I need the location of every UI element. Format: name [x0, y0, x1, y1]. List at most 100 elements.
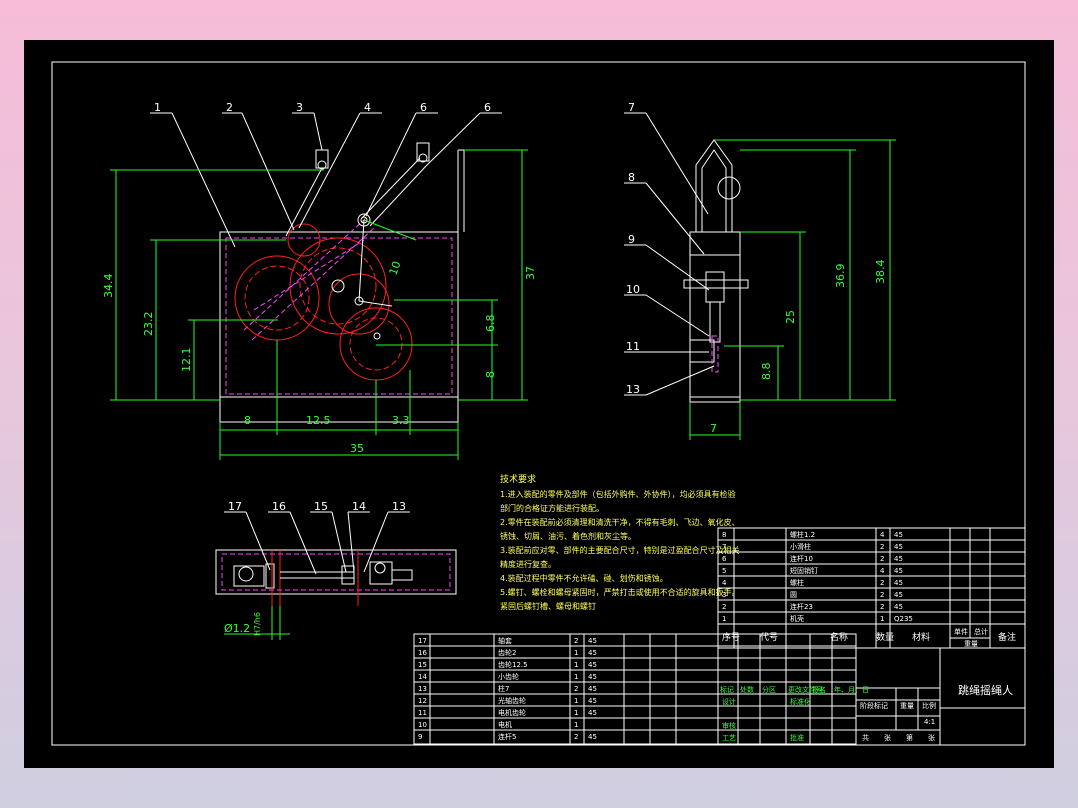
balloon-10: 10 [626, 283, 640, 296]
approve-label: 批准 [790, 733, 804, 742]
tech-line-3: 2.零件在装配前必须清理和清洗干净，不得有毛刺、飞边、氧化皮、 [500, 517, 740, 527]
gear-left [234, 255, 320, 341]
hdr-total: 总计 [974, 627, 988, 636]
review-label: 审核 [722, 721, 736, 730]
lower-bom-cell-r5-c0: 12 [418, 697, 427, 705]
lower-bom-cell-r8-c4: 45 [588, 733, 597, 741]
lower-bom-cell-r3-c4: 45 [588, 673, 597, 681]
lower-bom-cell-r2-c4: 45 [588, 661, 597, 669]
top-view: 17 16 15 14 13 Ø1.2 H7/h6 [215, 500, 457, 640]
lower-bom-cell-r2-c3: 1 [574, 661, 578, 669]
hdr-remark: 备注 [998, 631, 1016, 643]
upper-bom-cell-r6-c4: 45 [894, 603, 903, 611]
side-view: 7 8 9 10 11 13 7 8.8 25 36.9 38.4 [624, 101, 896, 440]
lower-bom-cell-r7-c2: 电机 [498, 720, 512, 729]
upper-bom-cell-r3-c0: 5 [722, 567, 726, 575]
dim-34-4: 34.4 [102, 274, 115, 299]
balloon-6a: 6 [420, 101, 427, 114]
dim-fit: H7/h6 [253, 612, 262, 636]
lower-bom-cell-r6-c0: 11 [418, 709, 427, 717]
lower-bom-cell-r2-c2: 齿轮12.5 [498, 660, 528, 669]
side-leaders [624, 112, 715, 396]
top-housing [215, 549, 457, 595]
dim-12-5: 12.5 [306, 414, 331, 427]
stage-label: 阶段标记 [860, 701, 888, 710]
upper-bom-cell-r7-c3: 1 [880, 615, 884, 623]
hdr-name: 名称 [830, 631, 848, 643]
upper-bom-cell-r5-c2: 圆 [790, 591, 797, 599]
lower-bom-cell-r4-c0: 13 [418, 685, 427, 693]
dim-7: 7 [710, 422, 717, 435]
front-view: 1 2 3 4 6 6 [102, 101, 537, 460]
upper-bom-cell-r2-c3: 2 [880, 555, 884, 563]
dim-3-3: 3.3 [392, 414, 410, 427]
design-label: 设计 [722, 697, 736, 706]
lower-bom-cell-r0-c4: 45 [588, 637, 597, 645]
upper-bom-cell-r2-c2: 连杆10 [790, 554, 813, 563]
upper-bom-cell-r7-c4: Q235 [894, 615, 913, 623]
gear-mid [328, 273, 390, 335]
sheet-no: 第 [906, 733, 913, 742]
upper-bom-cell-r1-c2: 小滑柱 [790, 542, 811, 551]
lower-bom-cell-r8-c3: 2 [574, 733, 578, 741]
upper-bom-cell-r1-c4: 45 [894, 543, 903, 551]
dim-38-4: 38.4 [874, 260, 887, 285]
balloon-4: 4 [364, 101, 371, 114]
lower-bom-cell-r1-c3: 1 [574, 649, 578, 657]
balloon-6b: 6 [484, 101, 491, 114]
lower-bom-cell-r0-c3: 2 [574, 637, 578, 645]
gear-low [339, 307, 413, 381]
hdr-material: 材料 [912, 631, 930, 643]
lower-bom-cell-r3-c0: 14 [418, 673, 427, 681]
upper-bom-cell-r4-c4: 45 [894, 579, 903, 587]
balloon-11: 11 [626, 340, 640, 353]
balloon-2: 2 [226, 101, 233, 114]
top-leaders [224, 511, 410, 575]
linkage [243, 142, 430, 341]
upper-bom-cell-r6-c2: 连杆23 [790, 602, 813, 611]
lower-bom-cell-r1-c4: 45 [588, 649, 597, 657]
upper-bom-cell-r5-c0: 3 [722, 591, 726, 599]
lower-bom-cell-r4-c4: 45 [588, 685, 597, 693]
tech-line-2: 部门的合格证方能进行装配。 [500, 503, 604, 513]
upper-bom-cell-r0-c4: 45 [894, 531, 903, 539]
drawing-sheet: 1 2 3 4 6 6 [24, 40, 1054, 768]
upper-bom-cell-r2-c4: 45 [894, 555, 903, 563]
side-housing [689, 231, 741, 398]
balloon-16: 16 [272, 500, 286, 513]
balloon-8: 8 [628, 171, 635, 184]
balloon-13: 13 [626, 383, 640, 396]
dim-35: 35 [350, 442, 364, 455]
upper-bom-cell-r5-c3: 2 [880, 591, 884, 599]
lower-bom-cell-r8-c0: 9 [418, 733, 422, 741]
upper-bom-cell-r2-c0: 6 [722, 555, 727, 563]
front-dimensions [110, 149, 528, 460]
balloon-13-top: 13 [392, 500, 406, 513]
title-block: 跳绳摇绳人 阶段标记 重量 比例 4:1 共 张 第 张 标记 处数 分区 更改… [720, 647, 1026, 746]
cad-drawing-canvas: 1 2 3 4 6 6 [51, 61, 1026, 746]
tech-line-6: 精度进行复查。 [500, 559, 556, 569]
upper-bom-cell-r4-c0: 4 [722, 579, 727, 587]
upper-bom-cell-r4-c2: 螺柱 [790, 578, 804, 587]
weight-label: 重量 [900, 702, 914, 710]
upper-bom-cell-r7-c0: 1 [722, 615, 726, 623]
gear-train [234, 223, 413, 381]
hdr-qty: 数量 [876, 631, 894, 643]
tech-line-8: 5.螺钉、螺栓和螺母紧固时，严禁打击或使用不合适的旋具和扳手。 [500, 587, 740, 597]
inner-phantom [225, 237, 453, 395]
tech-title: 技术要求 [500, 473, 536, 485]
upper-bom-cell-r6-c3: 2 [880, 603, 884, 611]
upper-bom-cell-r0-c0: 8 [722, 531, 726, 539]
top-dimensions [224, 606, 290, 640]
balloon-1: 1 [154, 101, 161, 114]
standardize-label: 标准化 [790, 697, 811, 706]
dim-23-2: 23.2 [142, 312, 155, 337]
dim-36-9: 36.9 [834, 264, 847, 289]
sheet-unit-2: 张 [928, 733, 935, 742]
signoff-file: 更改文件号 [788, 685, 823, 694]
dim-10: 10 [387, 259, 404, 277]
tech-line-7: 4.装配过程中零件不允许磕、碰、划伤和锈蚀。 [500, 573, 668, 583]
dim-12-1: 12.1 [180, 348, 193, 373]
dim-8-h: 8 [244, 414, 251, 427]
